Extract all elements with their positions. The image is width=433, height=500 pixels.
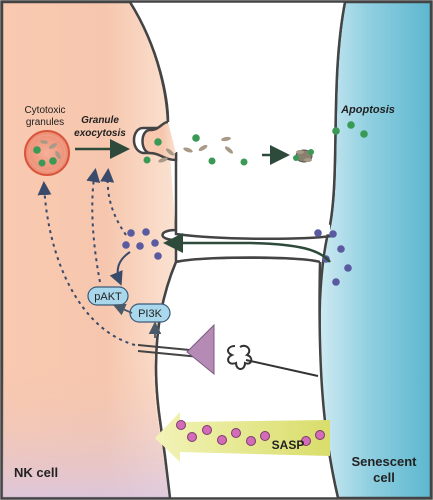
- ligand-icon: [227, 344, 319, 377]
- exocytosis-label-1: Granule: [81, 115, 119, 126]
- vesicle-cluster-nk: [122, 228, 162, 260]
- senescent-label-2: cell: [373, 470, 395, 485]
- nk-cell-bottom-tint: [2, 360, 170, 498]
- pi3k-label: PI3K: [138, 308, 163, 320]
- lower-channel-top-outline: [175, 256, 321, 264]
- synapse-junction-line-a: [174, 152, 333, 241]
- sasp-particles: [176, 420, 325, 446]
- cytotoxic-label-2: granules: [26, 117, 64, 128]
- synapse-channel-right-outline: [328, 1, 347, 226]
- apoptosis-dot: [347, 121, 355, 129]
- apoptosis-dot: [332, 127, 340, 135]
- synapse-junction-top: [176, 153, 330, 237]
- lower-channel: [155, 259, 338, 498]
- vesicle-transfer-arrow: [163, 233, 331, 263]
- cytotoxic-granule-icon: [24, 130, 70, 176]
- senescent-label-1: Senescent: [351, 454, 417, 469]
- vesicle-to-pakt-arrow: [109, 251, 131, 286]
- nk-cell-label: NK cell: [14, 465, 58, 480]
- exocytosis-label-2: exocytosis: [74, 128, 126, 139]
- released-granules: [143, 134, 248, 166]
- pakt-node: [87, 286, 129, 306]
- lower-channel-right-outline: [318, 261, 340, 499]
- sasp-label: SASP: [272, 438, 305, 452]
- synapse-channel-top-outline: [128, 1, 170, 123]
- cytotoxic-label-1: Cytotoxic: [24, 105, 65, 116]
- receptor-to-granule-dotted: [37, 181, 136, 346]
- pi3k-to-pakt-arrow: [112, 303, 133, 316]
- apoptotic-body-icon: [293, 149, 314, 163]
- sasp-arrow: [155, 412, 330, 462]
- apoptosis-label: Apoptosis: [340, 104, 395, 116]
- receptor-icon: [137, 323, 215, 376]
- lower-channel-left-outline: [154, 261, 178, 499]
- pakt-label: pAKT: [94, 291, 122, 303]
- apoptosis-dot: [360, 130, 368, 138]
